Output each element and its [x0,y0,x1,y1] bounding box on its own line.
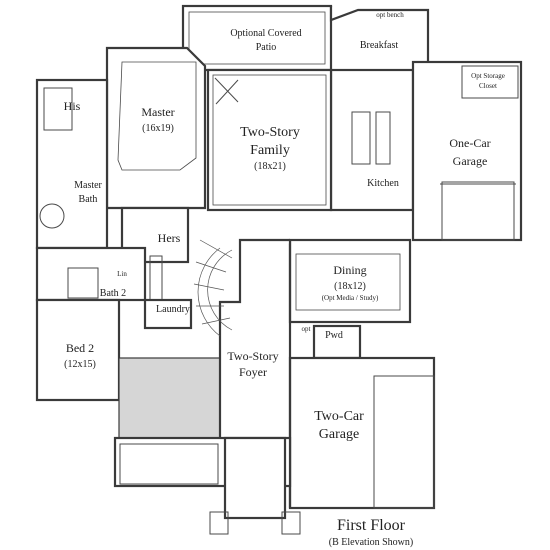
two-car-garage-label-line2: Garage [319,427,359,442]
dining-size: (18x12) [334,281,366,292]
opt-storage-label-line1: Opt Storage [471,72,505,80]
bath-2-label: Bath 2 [100,288,126,299]
one-car-garage-label-line1: One-Car [449,136,490,150]
master-bath-label-line2: Bath [79,194,98,205]
master-size: (16x19) [142,123,174,134]
one-car-garage-label-line2: Garage [453,154,488,168]
patio-label-line2: Patio [256,42,277,53]
laundry-label: Laundry [156,304,190,315]
kitchen-label: Kitchen [367,178,399,189]
foyer-label-line1: Two-Story [227,349,278,363]
breakfast-label: Breakfast [360,40,399,51]
caption-title: First Floor [337,517,406,534]
linen-label: Lin [117,270,127,278]
dining-note: (Opt Media / Study) [322,294,379,302]
foyer-label-line2: Foyer [239,365,267,379]
master-label: Master [141,105,174,119]
dining-label: Dining [333,263,366,277]
bed-2-label: Bed 2 [66,341,94,355]
family-label-line1: Two-Story [240,125,300,140]
walls [35,4,523,535]
master-bath-label-line1: Master [74,180,102,191]
caption-subtitle: (B Elevation Shown) [329,537,413,548]
opt-label: opt [302,325,311,333]
two-car-garage-label-line1: Two-Car [314,409,364,424]
opt-storage-label-line2: Closet [479,82,497,90]
his-closet-label: His [64,99,81,113]
family-size: (18x21) [254,161,286,172]
patio-label-line1: Optional Covered [230,28,301,39]
bed-2-size: (12x15) [64,359,96,370]
room-labels: Optional Covered Patio Breakfast opt ben… [64,11,505,548]
powder-label: Pwd [325,330,343,341]
family-label-line2: Family [250,143,290,158]
opt-bench-label: opt bench [376,11,404,19]
hers-closet-label: Hers [158,231,181,245]
